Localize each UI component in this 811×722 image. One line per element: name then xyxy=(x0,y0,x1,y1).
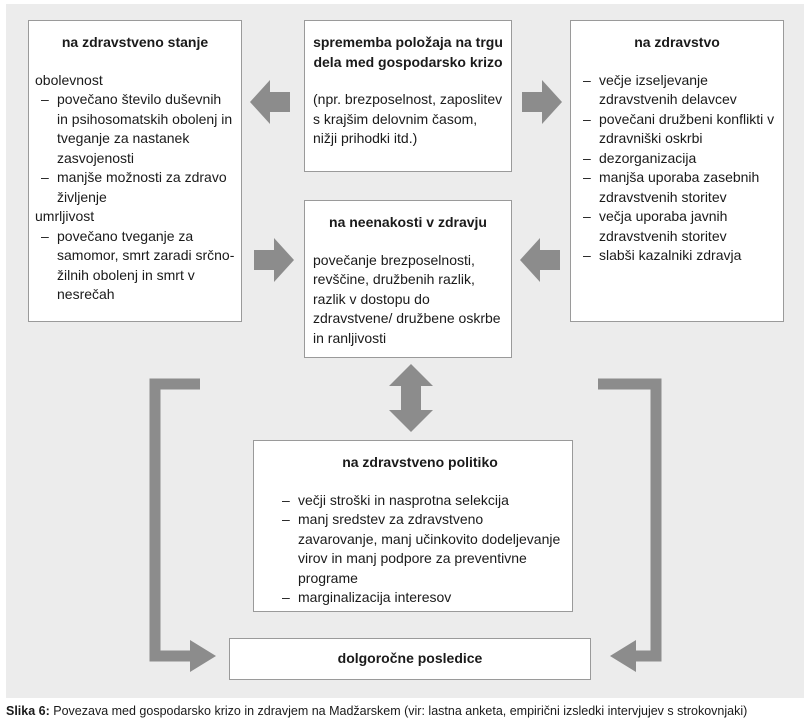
list-item: povečani družbeni konflikti v zdravniški… xyxy=(577,110,777,149)
box-health-status: na zdravstveno stanje obolevnost povečan… xyxy=(28,20,242,322)
list-item: manjša uporaba zasebnih zdravstvenih sto… xyxy=(577,168,777,207)
box-health-status-title: na zdravstveno stanje xyxy=(61,34,209,50)
caption-label: Slika 6: xyxy=(6,704,50,718)
arrow-to-right-box xyxy=(522,80,562,124)
box-health-inequalities-body: povečanje brezposelnosti, revščine, druž… xyxy=(313,251,501,346)
right-bracket-connector xyxy=(598,378,662,662)
arrow-to-left-box xyxy=(250,80,290,124)
list-item: večji stroški in nasprotna selekcija xyxy=(276,491,564,511)
list-item: večje izseljevanje zdravstvenih delavcev xyxy=(577,71,777,110)
box-health-inequalities: na neenakosti v zdravju povečanje brezpo… xyxy=(304,200,512,358)
morbidity-heading: obolevnost xyxy=(35,71,103,88)
box-health-policy-title: na zdravstveno politiko xyxy=(342,454,498,470)
morbidity-group: obolevnost povečano število duševnih in … xyxy=(35,71,235,208)
right-bracket-arrowhead xyxy=(610,640,636,672)
box-health-care: na zdravstvo večje izseljevanje zdravstv… xyxy=(570,20,784,322)
double-arrow-middle-policy xyxy=(389,364,433,432)
box-labor-market-body: (npr. brezposelnost, zaposlitev s krajši… xyxy=(313,91,503,146)
list-item: povečano tveganje za samomor, smrt zarad… xyxy=(35,227,235,305)
box-labor-market-change: sprememba položaja na trgu dela med gosp… xyxy=(304,20,512,172)
box-long-term-title: dolgoročne posledice xyxy=(337,650,483,667)
list-item: večja uporaba javnih zdravstvenih storit… xyxy=(577,207,777,246)
list-item: manjše možnosti za zdravo življenje xyxy=(35,168,235,207)
box-labor-market-title: sprememba položaja na trgu dela med gosp… xyxy=(313,34,503,70)
list-item: povečano število duševnih in psihosomats… xyxy=(35,90,235,168)
list-item: dezorganizacija xyxy=(577,149,777,169)
caption-text: Povezava med gospodarsko krizo in zdravj… xyxy=(53,704,748,718)
mortality-group: umrljivost povečano tveganje za samomor,… xyxy=(35,207,235,305)
figure-caption: Slika 6: Povezava med gospodarsko krizo … xyxy=(6,703,806,719)
box-long-term-consequences: dolgoročne posledice xyxy=(229,638,591,680)
box-health-inequalities-title: na neenakosti v zdravju xyxy=(329,214,487,230)
arrow-left-to-middle xyxy=(254,238,294,282)
box-health-policy: na zdravstveno politiko večji stroški in… xyxy=(253,440,573,612)
left-bracket-arrowhead xyxy=(190,640,216,672)
box-health-care-title: na zdravstvo xyxy=(634,34,720,50)
mortality-heading: umrljivost xyxy=(35,208,95,224)
left-bracket-connector xyxy=(149,378,200,662)
list-item: slabši kazalniki zdravja xyxy=(577,246,777,266)
list-item: manj sredstev za zdravstveno zavarovanje… xyxy=(276,510,564,588)
list-item: marginalizacija interesov xyxy=(276,588,564,608)
arrow-right-to-middle xyxy=(520,238,560,282)
